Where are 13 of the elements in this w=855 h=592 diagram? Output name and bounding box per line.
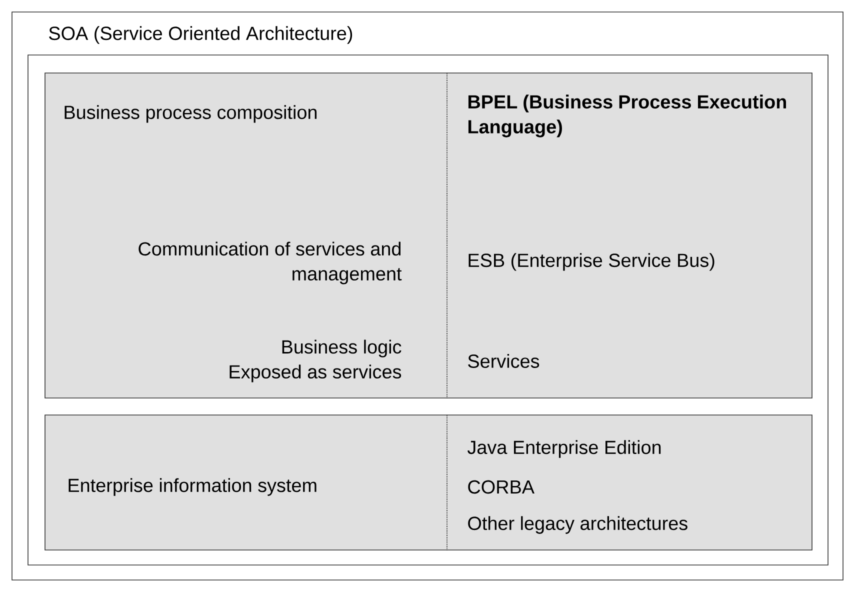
layer-label: Business process composition — [64, 105, 317, 123]
heading: SOA (Service Oriented Architecture) — [49, 26, 352, 44]
layer-label: Services — [468, 354, 540, 368]
layer-label: Other legacy architectures — [468, 516, 688, 534]
layer-label: Business logic Exposed as services — [230, 340, 402, 382]
layer-label: Java Enterprise Edition — [468, 440, 661, 458]
layer-label: ESB (Enterprise Service Bus) — [468, 253, 714, 271]
layer-label: Enterprise information system — [68, 478, 316, 496]
layer-label: Communication of services and management — [138, 242, 402, 284]
layer-label: BPEL (Business Process Execution Language) — [468, 94, 786, 138]
layer-label: CORBA — [468, 480, 534, 494]
layer-panel — [44, 414, 812, 550]
layer-panel — [44, 72, 812, 398]
